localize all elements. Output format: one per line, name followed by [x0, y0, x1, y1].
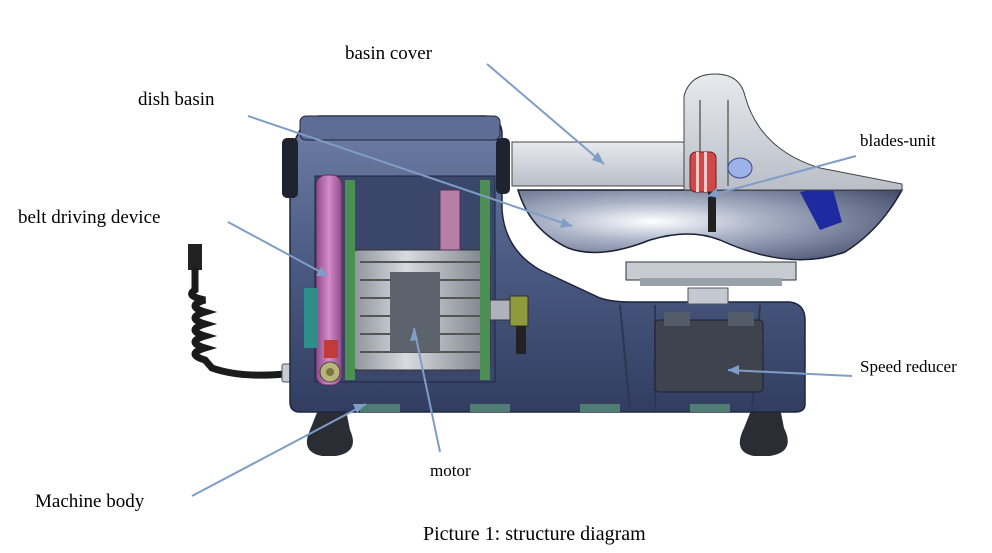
pulley-hub	[326, 368, 334, 376]
blade-edge	[696, 152, 699, 192]
arrowhead	[410, 328, 418, 341]
callout-basin-cover	[486, 63, 605, 165]
label-basin-cover: basin cover	[345, 43, 433, 64]
speed-reducer	[654, 287, 764, 393]
blades-unit	[689, 151, 753, 232]
coiled-cord	[188, 266, 289, 379]
callout-machine-body	[191, 403, 367, 497]
reducer-case	[654, 319, 764, 393]
figure-caption: Picture 1: structure diagram	[423, 523, 646, 545]
front-foot	[306, 410, 353, 456]
power-cable	[188, 244, 295, 383]
belt-tensioner	[324, 340, 338, 358]
label-blades-unit: blades-unit	[860, 131, 936, 150]
rear-foot	[739, 408, 788, 456]
motor	[345, 180, 529, 380]
label-speed-reducer: Speed reducer	[860, 357, 957, 376]
motor-connector	[516, 326, 526, 354]
arrowhead	[728, 365, 739, 375]
right-knob	[496, 138, 510, 194]
basin-handle	[800, 186, 842, 230]
blade-nut	[727, 157, 753, 179]
label-machine-body: Machine body	[35, 491, 145, 512]
label-motor: motor	[430, 461, 471, 480]
drive-belt	[315, 174, 343, 386]
basin-support	[625, 261, 797, 286]
base-pad	[690, 404, 730, 412]
shaft-coupling	[509, 295, 529, 327]
callout-blades-unit	[707, 155, 857, 197]
cover-left-section	[511, 141, 691, 187]
blade-stack	[689, 151, 717, 193]
label-dish-basin: dish basin	[138, 89, 215, 110]
arrowhead	[560, 218, 572, 228]
reducer-tab	[664, 312, 690, 326]
callout-arrowheads	[316, 152, 739, 413]
arrowhead	[353, 404, 366, 413]
motor-bracket	[480, 180, 490, 380]
callout-lines	[191, 63, 857, 497]
motor-bracket	[345, 180, 355, 380]
base-pad	[580, 404, 620, 412]
callout-speed-reducer	[727, 369, 853, 377]
callout-motor	[413, 327, 441, 453]
arrowhead	[708, 188, 719, 198]
label-belt-driving-device: belt driving device	[18, 207, 161, 228]
arrowhead	[316, 267, 328, 276]
basin-base-rim	[640, 278, 782, 286]
basin-base-plate	[625, 261, 797, 281]
belt-guard	[304, 288, 318, 348]
callout-dish-basin	[247, 115, 573, 227]
blade-edge	[704, 152, 707, 192]
base-pad	[360, 404, 400, 412]
blade-shaft	[708, 192, 716, 232]
left-knob	[282, 138, 298, 198]
motor-shaft	[489, 299, 513, 321]
arrowhead	[592, 152, 604, 164]
belt-driving-device	[304, 174, 343, 386]
reducer-output	[687, 287, 729, 305]
reducer-tab	[728, 312, 754, 326]
callout-belt-driving-device	[227, 221, 329, 277]
base-pad	[470, 404, 510, 412]
upper-drive-shaft	[439, 189, 461, 251]
body-top-cap	[299, 115, 501, 141]
plug	[188, 244, 202, 270]
